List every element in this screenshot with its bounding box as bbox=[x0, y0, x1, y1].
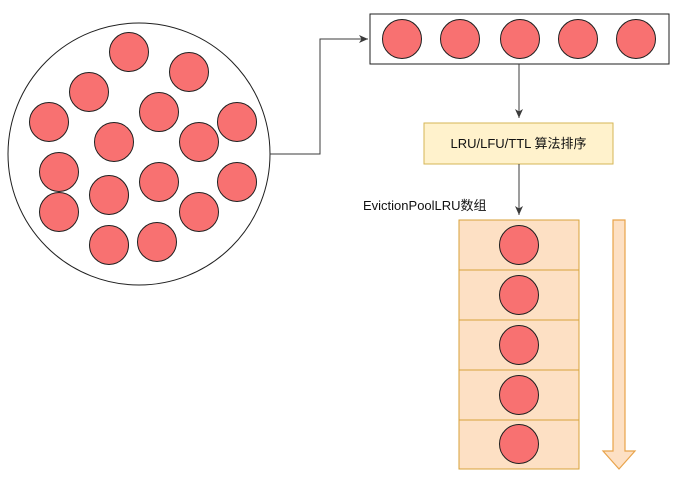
sample-item bbox=[440, 19, 480, 59]
key-node bbox=[179, 122, 219, 162]
sample-item bbox=[616, 19, 656, 59]
order-direction-arrow bbox=[601, 219, 637, 470]
eviction-pool-item bbox=[499, 325, 539, 365]
sort-step: LRU/LFU/TTL 算法排序 bbox=[423, 122, 614, 165]
key-node bbox=[94, 122, 134, 162]
eviction-pool-item bbox=[499, 225, 539, 265]
key-node bbox=[69, 72, 109, 112]
sort-step-box bbox=[423, 122, 614, 165]
key-node bbox=[89, 225, 129, 265]
key-node bbox=[139, 162, 179, 202]
key-space-keys bbox=[29, 32, 257, 265]
key-node bbox=[29, 102, 69, 142]
sample-item bbox=[558, 19, 598, 59]
key-node bbox=[39, 152, 79, 192]
key-node bbox=[109, 32, 149, 72]
sample-buffer bbox=[369, 13, 670, 65]
eviction-pool-label: EvictionPoolLRU数组 bbox=[363, 198, 487, 213]
eviction-pool-item bbox=[499, 375, 539, 415]
key-space bbox=[7, 22, 271, 286]
sample-connector bbox=[270, 35, 368, 155]
eviction-pool-item bbox=[499, 275, 539, 315]
key-node bbox=[179, 192, 219, 232]
eviction-pool-item bbox=[499, 424, 539, 464]
key-node bbox=[39, 192, 79, 232]
key-node bbox=[139, 92, 179, 132]
key-node bbox=[169, 52, 209, 92]
sort-step-label: LRU/LFU/TTL 算法排序 bbox=[450, 136, 586, 151]
sample-item bbox=[382, 19, 422, 59]
eviction-pool bbox=[458, 219, 580, 470]
key-node bbox=[217, 162, 257, 202]
sample-item bbox=[500, 19, 540, 59]
key-node bbox=[137, 222, 177, 262]
key-node bbox=[217, 102, 257, 142]
key-node bbox=[89, 175, 129, 215]
